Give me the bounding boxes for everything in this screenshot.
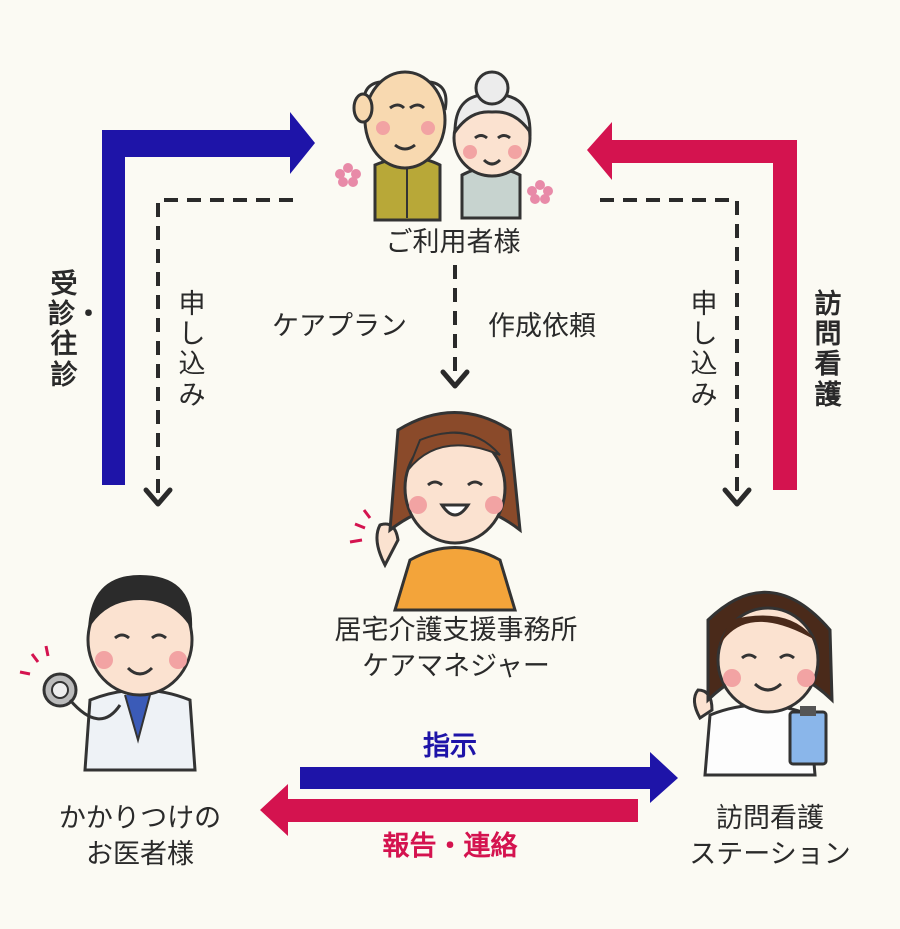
right-outer-edge-label: 訪問看護: [814, 289, 842, 411]
dashed-left-arrow: [143, 198, 293, 507]
red-right-arrow: [587, 122, 797, 490]
center-right-edge-label: 作成依頼: [488, 311, 596, 342]
right-inner-edge-label: 申し込み: [690, 289, 718, 411]
blue-left-arrow: [102, 112, 315, 485]
doctor-icon: [19, 575, 197, 772]
instruction-edge-label: 指示: [423, 731, 477, 762]
report-edge-label: 報告・連絡: [382, 831, 518, 862]
center-left-edge-label: ケアプラン: [272, 311, 407, 342]
doctor-label-1: かかりつけの: [58, 803, 222, 834]
red-bottom-arrow: [260, 784, 638, 836]
care-manager-label-2: ケアマネジャー: [362, 651, 550, 682]
dashed-center-arrow: [440, 265, 470, 389]
left-outer-edge-label: 受診・往診: [48, 269, 102, 391]
care-manager-label-1: 居宅介護支援事務所: [334, 615, 578, 646]
elderly-couple-icon: [335, 70, 553, 222]
blue-bottom-arrow: [300, 752, 678, 803]
user-label: ご利用者様: [385, 227, 521, 258]
care-manager-icon: [349, 411, 522, 612]
left-inner-edge-label: 申し込み: [178, 289, 206, 411]
doctor-label-2: お医者様: [86, 839, 194, 870]
nursing-station-label-1: 訪問看護: [716, 803, 824, 834]
nursing-station-label-2: ステーション: [689, 839, 851, 870]
nurse-icon: [693, 590, 834, 777]
dashed-right-arrow: [600, 198, 752, 507]
